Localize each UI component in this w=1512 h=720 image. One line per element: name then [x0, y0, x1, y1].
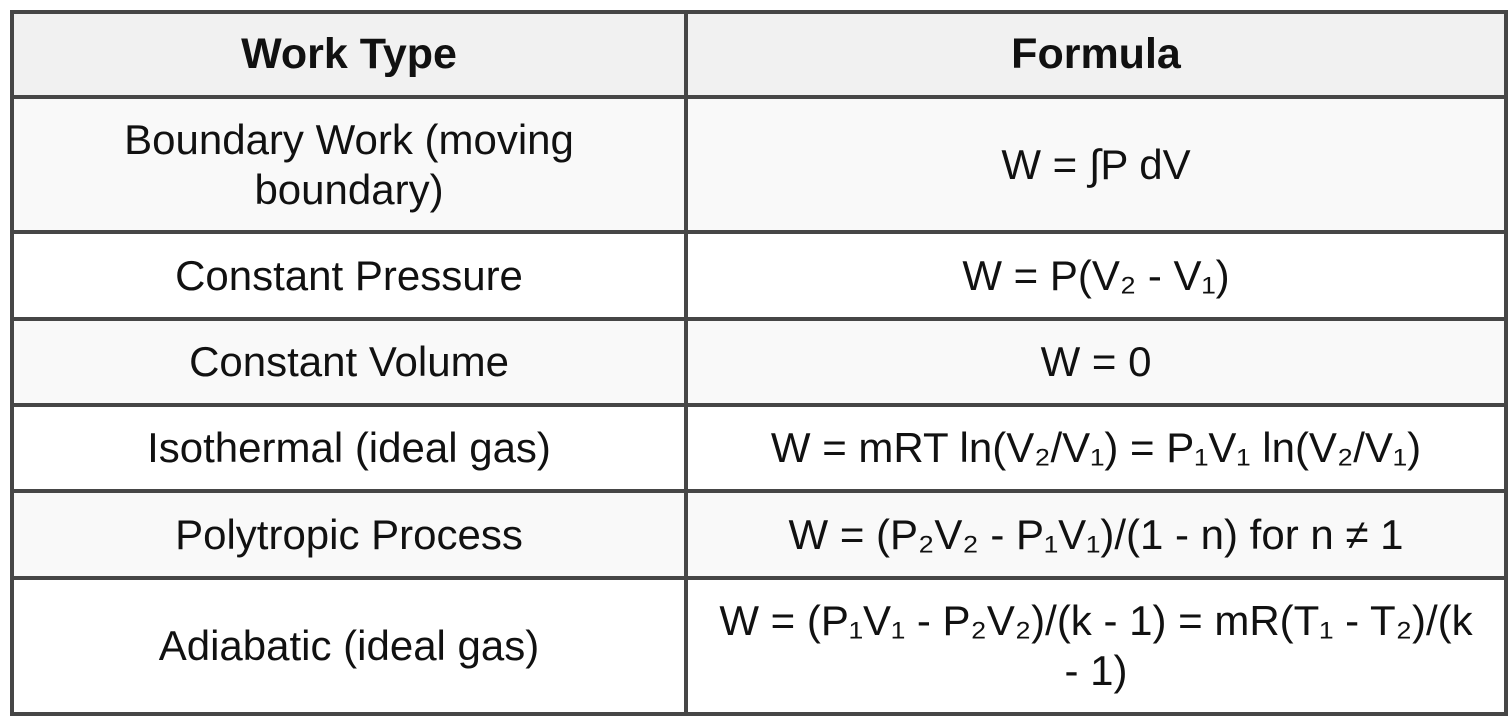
work-type-cell: Boundary Work (moving boundary) [10, 95, 688, 234]
work-type-cell: Polytropic Process [10, 489, 688, 580]
table-row-constant-pressure: Constant Pressure W = P(V₂ - V₁) [10, 230, 1508, 321]
formula-cell: W = (P₂V₂ - P₁V₁)/(1 - n) for n ≠ 1 [684, 489, 1508, 580]
formula-cell: W = P(V₂ - V₁) [684, 230, 1508, 321]
work-type-cell: Isothermal (ideal gas) [10, 403, 688, 493]
header-row: Work Type Formula [10, 10, 1508, 99]
work-formulas-table: Work Type Formula Boundary Work (moving … [10, 10, 1508, 716]
column-header-work-type: Work Type [10, 10, 688, 99]
work-type-cell: Adiabatic (ideal gas) [10, 576, 688, 716]
formula-cell: W = mRT ln(V₂/V₁) = P₁V₁ ln(V₂/V₁) [684, 403, 1508, 493]
work-type-cell: Constant Pressure [10, 230, 688, 321]
column-header-formula: Formula [684, 10, 1508, 99]
formula-cell: W = (P₁V₁ - P₂V₂)/(k - 1) = mR(T₁ - T₂)/… [684, 576, 1508, 716]
table-row-polytropic: Polytropic Process W = (P₂V₂ - P₁V₁)/(1 … [10, 489, 1508, 580]
table-row-adiabatic: Adiabatic (ideal gas) W = (P₁V₁ - P₂V₂)/… [10, 576, 1508, 716]
table-row-isothermal: Isothermal (ideal gas) W = mRT ln(V₂/V₁)… [10, 403, 1508, 493]
formula-cell: W = ∫P dV [684, 95, 1508, 234]
formula-cell: W = 0 [684, 317, 1508, 407]
work-type-cell: Constant Volume [10, 317, 688, 407]
table-row-constant-volume: Constant Volume W = 0 [10, 317, 1508, 407]
table-row-boundary-work: Boundary Work (moving boundary) W = ∫P d… [10, 95, 1508, 234]
